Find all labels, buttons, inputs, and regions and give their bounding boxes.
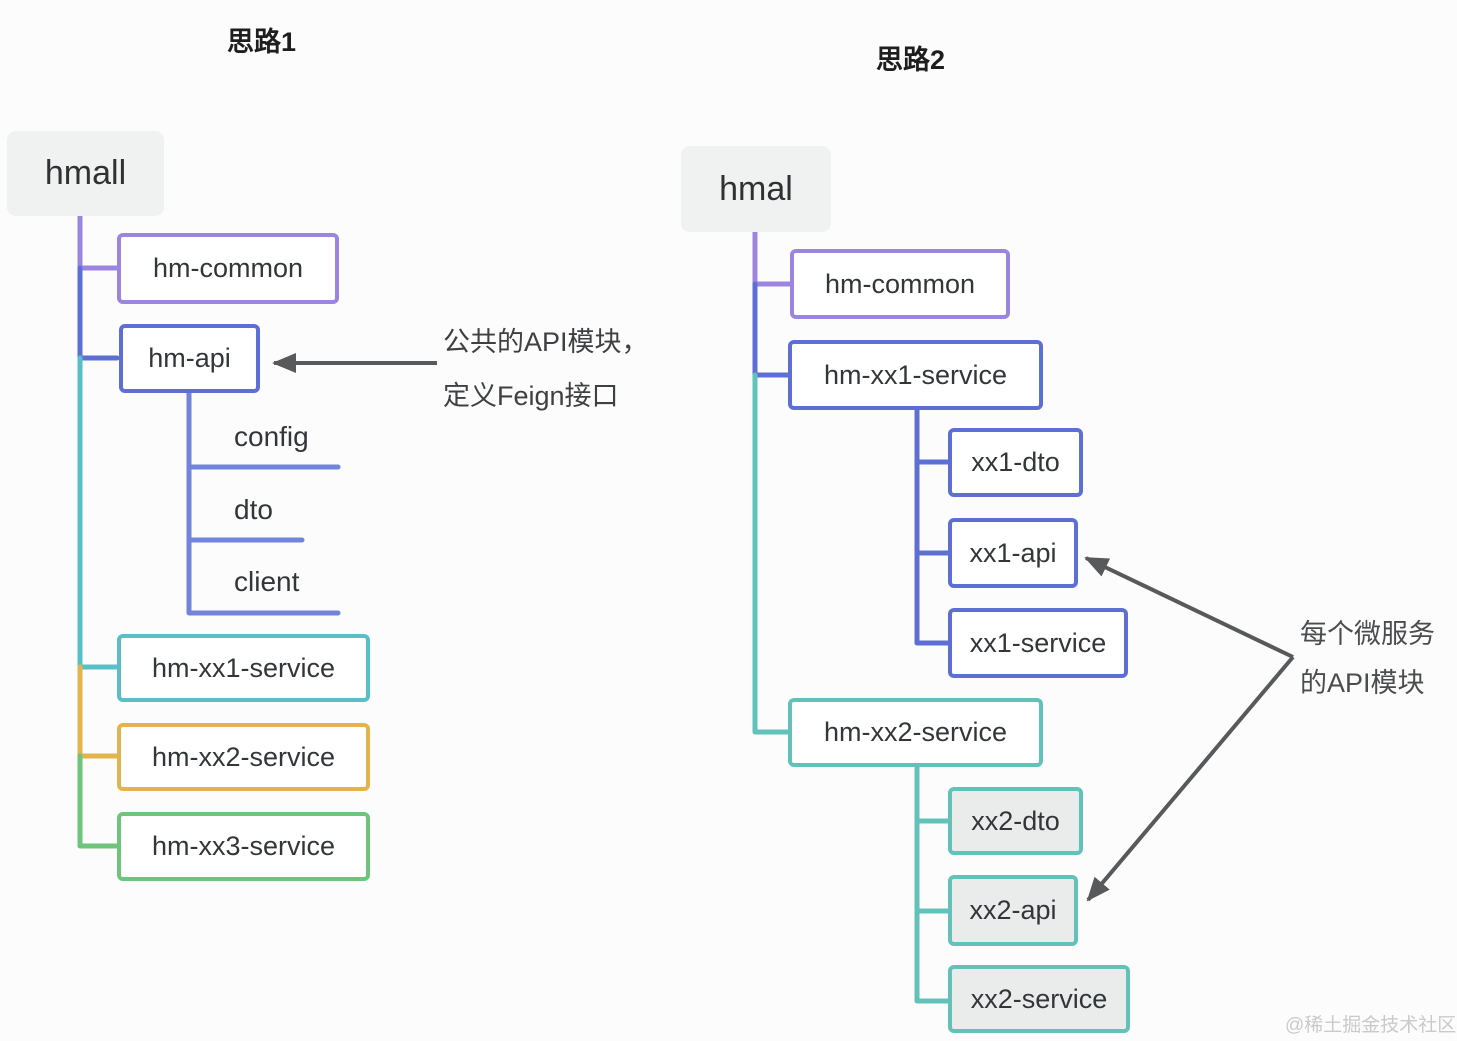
right-annotation-arrow-to-xx2-api — [1086, 655, 1295, 902]
tree2-node-hm-common: hm-common — [790, 249, 1010, 319]
tree2-node-xx1-api: xx1-api — [948, 518, 1078, 588]
tree1-branch-indigo — [77, 265, 120, 361]
tree2-root-hmal: hmal — [681, 146, 831, 232]
tree1-node-hm-xx3-service: hm-xx3-service — [117, 812, 370, 881]
tree1-branch-purple — [77, 211, 120, 271]
tree1-leaf-client: client — [234, 566, 300, 597]
tree2-xx1-subtree-lines — [914, 407, 951, 646]
tree2-branch-teal — [752, 372, 791, 735]
tree2-annotation-line1: 每个微服务 — [1300, 619, 1435, 649]
tree2-node-xx1-dto: xx1-dto — [948, 428, 1083, 497]
tree2-node-xx2-api: xx2-api — [948, 875, 1078, 946]
tree2-node-xx2-dto: xx2-dto — [948, 787, 1083, 855]
approach2-title: 思路2 — [876, 45, 946, 75]
approach1-title: 思路1 — [227, 27, 297, 57]
tree1-node-hm-common: hm-common — [117, 233, 339, 304]
tree2-branch-indigo — [752, 281, 791, 378]
tree1-hm-api-subtree-lines — [186, 390, 341, 616]
tree2-node-xx1-service: xx1-service — [948, 608, 1128, 678]
tree1-node-hm-xx1-service: hm-xx1-service — [117, 634, 370, 702]
tree1-node-hm-xx2-service: hm-xx2-service — [117, 723, 370, 791]
tree1-node-hm-api: hm-api — [119, 324, 260, 393]
right-annotation-arrow-to-xx1-api — [1084, 556, 1294, 659]
tree2-xx2-subtree-lines — [914, 764, 951, 1004]
tree1-branch-cyan — [77, 355, 120, 670]
tree2-annotation-line2: 的API模块 — [1300, 668, 1425, 698]
tree1-annotation-line1: 公共的API模块， — [443, 327, 649, 357]
tree1-branch-green — [77, 753, 120, 849]
tree1-leaf-config: config — [234, 421, 309, 452]
tree2-node-hm-xx1-service: hm-xx1-service — [788, 340, 1043, 410]
tree1-branch-yellow — [77, 664, 120, 759]
tree2-branch-purple — [752, 227, 793, 287]
tree1-root-hmall: hmall — [7, 131, 164, 216]
watermark-label: @稀土掘金技术社区 — [1285, 1015, 1457, 1036]
tree2-node-hm-xx2-service: hm-xx2-service — [788, 698, 1043, 767]
tree1-leaf-dto: dto — [234, 494, 273, 525]
tree2-node-xx2-service: xx2-service — [948, 965, 1130, 1033]
tree1-annotation-line2: 定义Feign接口 — [443, 381, 619, 411]
